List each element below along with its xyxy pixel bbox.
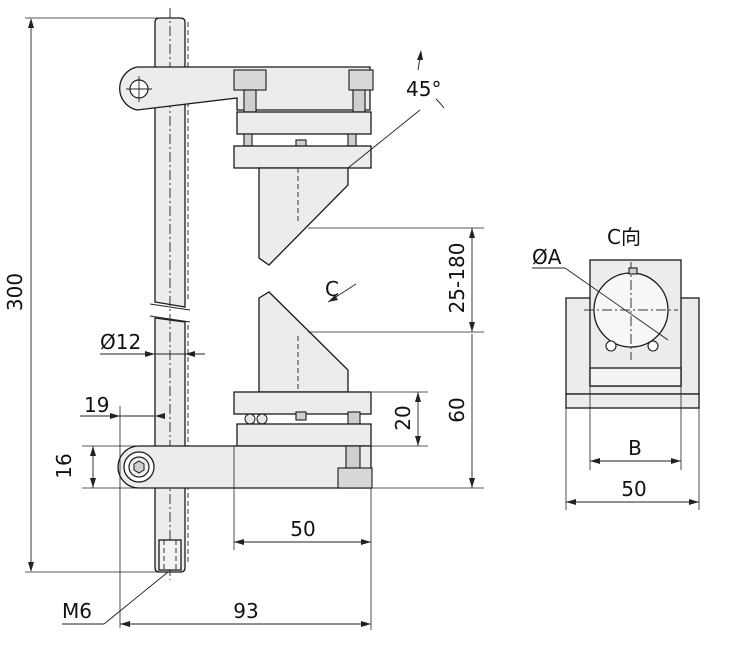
dim-jaw-opening xyxy=(308,227,484,333)
dim-width-93-label: 93 xyxy=(233,599,258,623)
lower-knob xyxy=(337,445,373,489)
upper-clamp-plate xyxy=(236,111,372,149)
dim-rod-diameter-label: Ø12 xyxy=(100,330,141,354)
lower-jaw-plate xyxy=(233,391,372,425)
dim-offset-19 xyxy=(80,406,165,628)
dim-thread-leader xyxy=(62,571,169,625)
dim-offset-19-label: 19 xyxy=(84,393,109,417)
lower-arm xyxy=(117,445,372,489)
dim-thread-label: M6 xyxy=(62,599,92,623)
dim-total-height xyxy=(25,17,175,573)
side-dim-b-label: B xyxy=(628,436,642,460)
side-view xyxy=(532,259,700,409)
upper-jaw-plate xyxy=(233,145,372,169)
dim-angle xyxy=(347,50,445,169)
dim-plate-height-label: 20 xyxy=(391,405,415,430)
lower-jaw xyxy=(258,291,349,393)
dim-lower-height xyxy=(372,334,484,489)
lower-clamp-plate xyxy=(236,423,372,447)
side-view-title: C向 xyxy=(607,225,641,249)
side-dim-50-label: 50 xyxy=(621,477,646,501)
dim-plate-height xyxy=(372,391,428,447)
dim-rod-diameter xyxy=(100,351,205,357)
upper-knob-left xyxy=(233,69,267,113)
side-dim-b xyxy=(589,386,682,470)
side-dim-50 xyxy=(565,408,700,510)
dim-width-50-label: 50 xyxy=(290,517,315,541)
section-marker-c xyxy=(327,283,357,303)
dim-offset-16 xyxy=(82,445,140,489)
dim-angle-label: 45° xyxy=(406,77,441,101)
dim-offset-16-label: 16 xyxy=(52,453,76,478)
upper-jaw xyxy=(258,167,349,266)
section-marker-label: C xyxy=(325,277,339,301)
side-view-diameter-label: ØA xyxy=(532,245,562,269)
dim-width-93 xyxy=(120,621,371,627)
dim-width-50 xyxy=(233,446,372,630)
dim-total-height-label: 300 xyxy=(3,273,27,311)
upper-knob-right xyxy=(348,69,374,113)
dim-lower-height-label: 60 xyxy=(445,397,469,422)
dim-jaw-opening-label: 25-180 xyxy=(445,243,469,314)
